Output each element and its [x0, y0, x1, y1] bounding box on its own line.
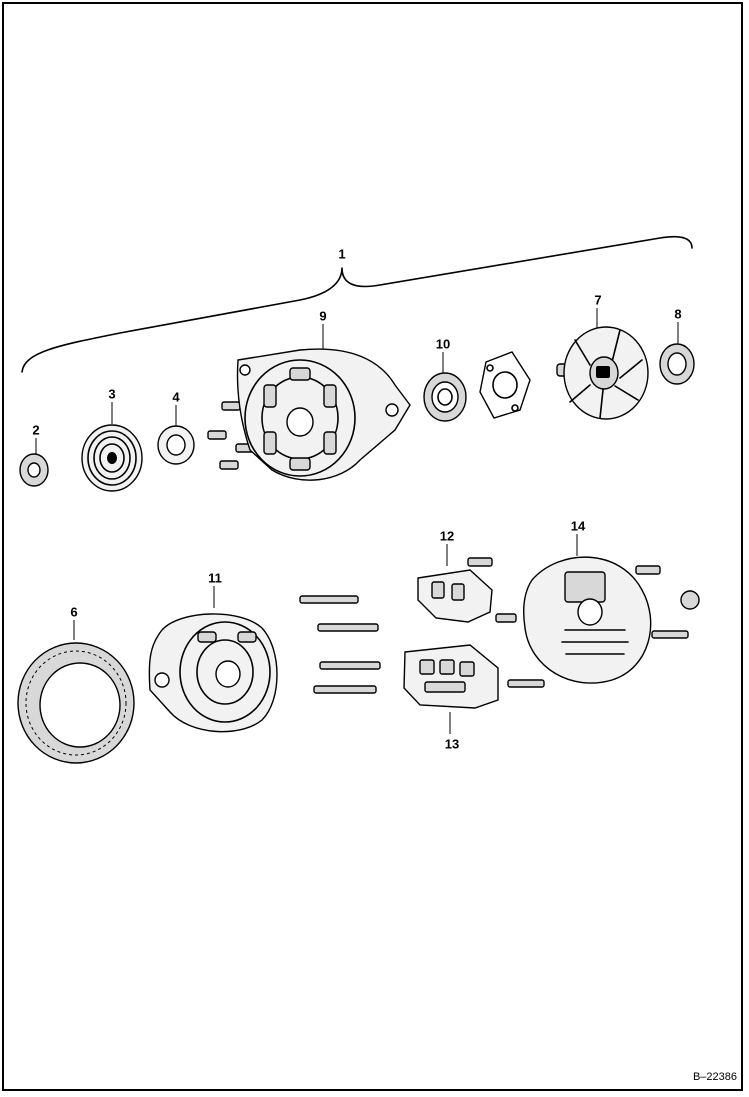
- part-11-rear-housing: [148, 613, 278, 733]
- callout-2: 2: [32, 422, 40, 438]
- part-14-rear-cover: [523, 556, 700, 684]
- part-8-bearing: [659, 343, 695, 385]
- callout-13: 13: [444, 736, 460, 752]
- part-6-stator: [17, 642, 135, 764]
- callout-10: 10: [435, 336, 451, 352]
- part-10-bearing: [423, 372, 467, 422]
- figure-id: B–22386: [692, 1071, 737, 1083]
- leader-lines: [35, 308, 679, 734]
- callout-4: 4: [172, 389, 180, 405]
- callout-6: 6: [70, 604, 78, 620]
- part-13-rectifier: [403, 644, 499, 709]
- callout-14: 14: [570, 518, 586, 534]
- callout-7: 7: [594, 292, 602, 308]
- callout-11: 11: [208, 570, 222, 586]
- part-4-spacer: [157, 425, 195, 465]
- callout-1: 1: [338, 246, 346, 262]
- through-bolts: [299, 595, 689, 694]
- callout-12: 12: [439, 528, 455, 544]
- part-7-rotor: [556, 326, 649, 420]
- callout-3: 3: [108, 386, 116, 402]
- callout-8: 8: [674, 306, 682, 322]
- callout-9: 9: [319, 308, 327, 324]
- assembly-bracket: [21, 235, 693, 373]
- part-2-nut: [19, 453, 49, 487]
- retainer-plate: [479, 351, 531, 419]
- part-12-brush-holder: [417, 557, 517, 623]
- part-9-front-housing: [236, 348, 411, 481]
- part-3-pulley: [81, 424, 143, 492]
